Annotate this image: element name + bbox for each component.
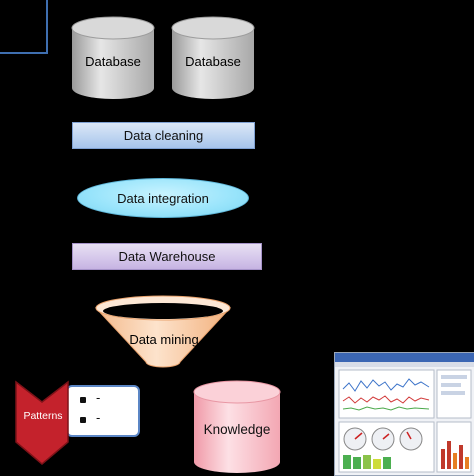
data-warehouse-step: Data Warehouse: [72, 243, 262, 270]
database-cylinder-icon: [171, 16, 255, 99]
funnel-icon: [94, 295, 232, 368]
patterns-chevron-icon: [15, 380, 69, 465]
patterns-list-box: - -: [66, 385, 140, 437]
patterns-bullet-text-1: -: [96, 390, 101, 405]
bullet-icon: [80, 417, 86, 423]
database-label-1: Database: [85, 54, 141, 69]
frame-corner-decoration: [0, 0, 48, 54]
data-cleaning-step: Data cleaning: [72, 122, 255, 149]
data-integration-step: Data integration: [77, 178, 249, 218]
patterns-bullet-text-2: -: [96, 410, 101, 425]
knowledge-label: Knowledge: [203, 422, 271, 437]
patterns-label: Patterns: [23, 410, 63, 422]
database-label-2: Database: [185, 54, 241, 69]
bullet-icon: [80, 397, 86, 403]
dashboard-screenshot-image: [334, 352, 474, 476]
database-cylinder-icon: [71, 16, 155, 99]
knowledge-cylinder-icon: [193, 380, 281, 473]
data-mining-label: Data mining: [129, 332, 199, 347]
dashboard-thumbnail-icon: [335, 353, 474, 473]
